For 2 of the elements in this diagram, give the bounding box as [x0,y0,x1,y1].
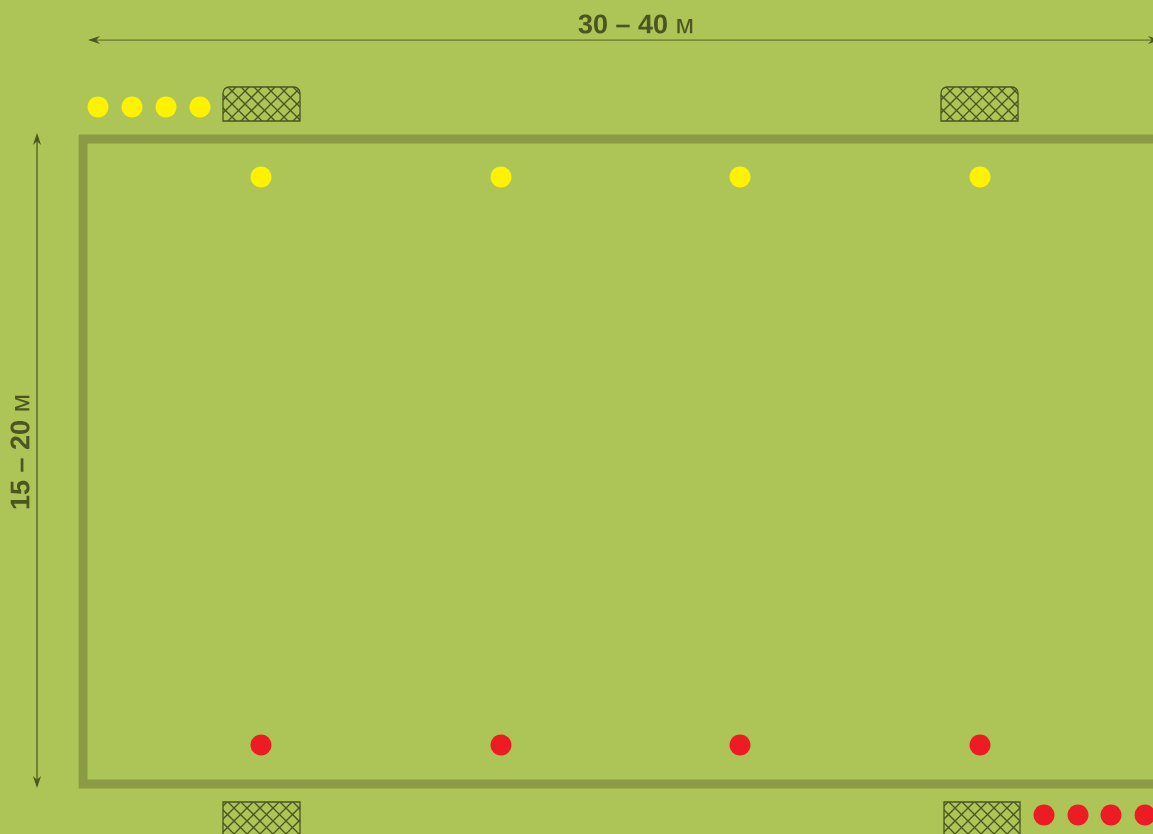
dimension-label: 30 – 40 м [575,12,697,36]
dimension-label: 15 – 20 м [8,391,32,513]
